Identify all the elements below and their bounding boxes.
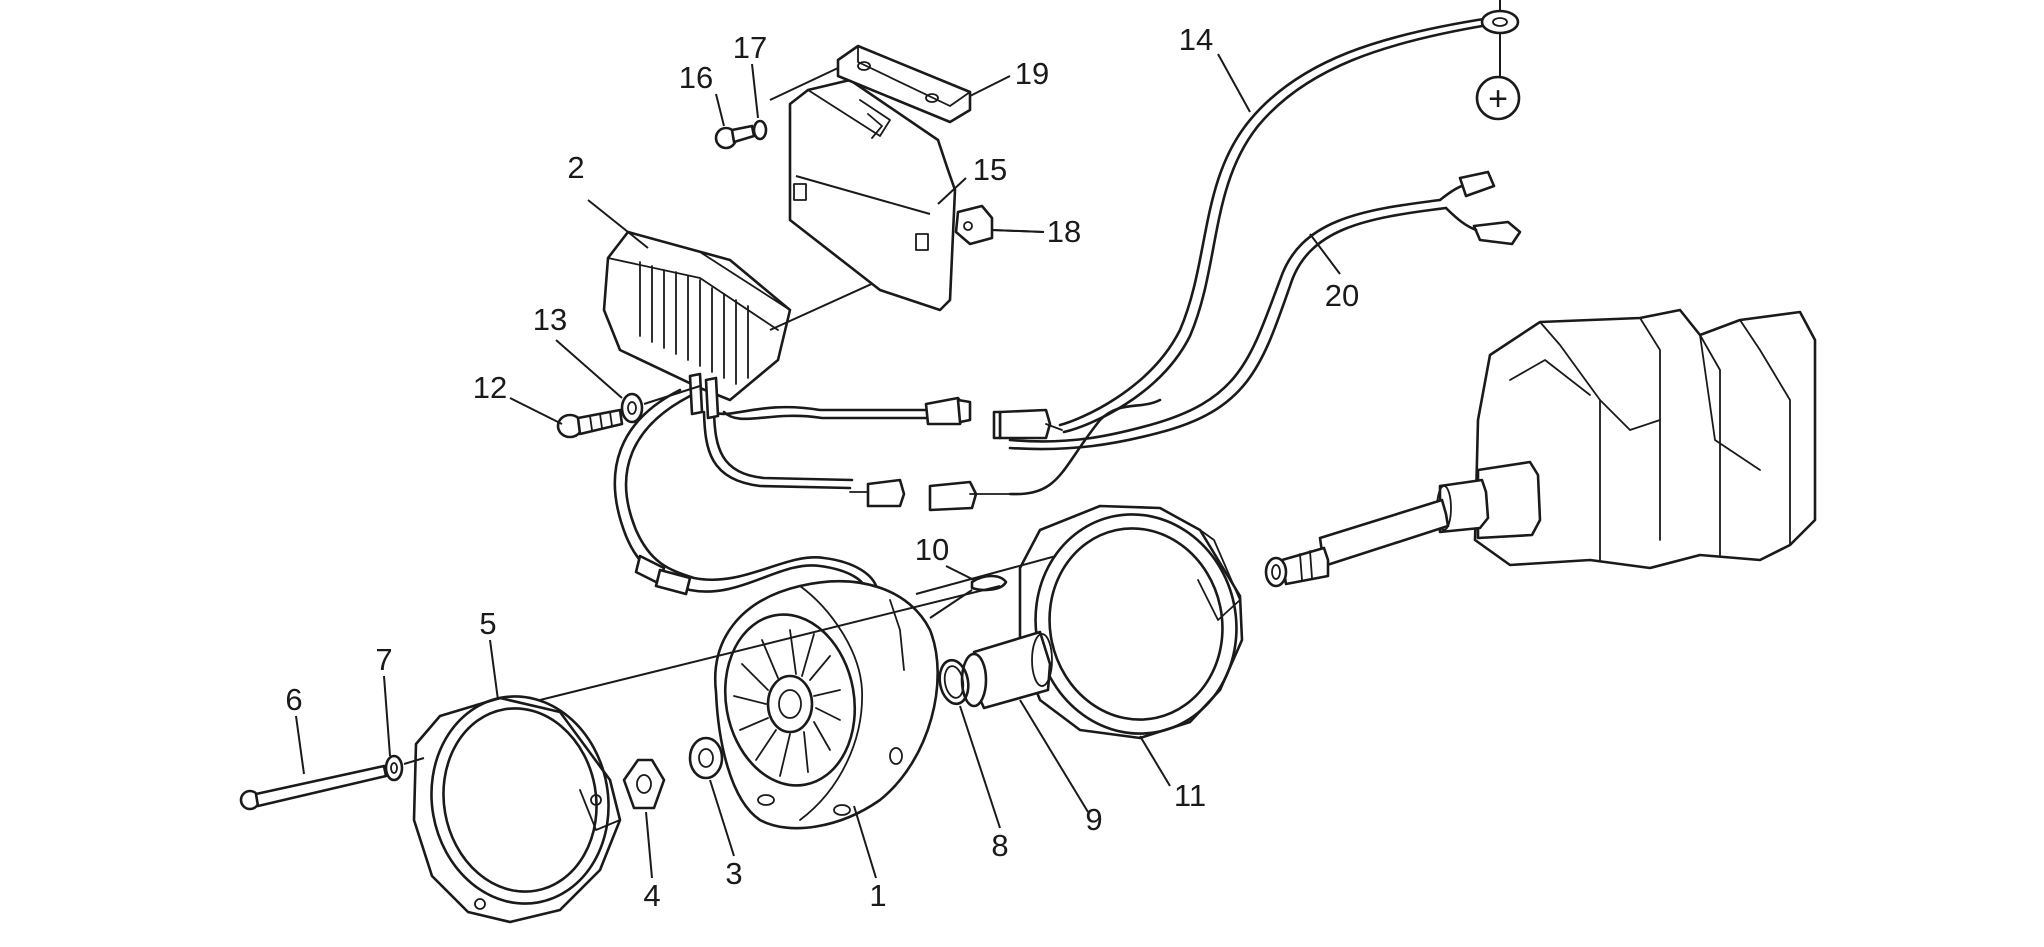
stator-1 — [713, 579, 973, 830]
leader-lines — [295, 53, 1341, 879]
callout-12: 12 — [473, 370, 507, 405]
callout-8: 8 — [991, 828, 1008, 863]
housing-11 — [915, 504, 1244, 740]
voltage-regulator — [602, 230, 921, 420]
bracket — [769, 44, 972, 124]
cable-20 — [992, 170, 1522, 451]
callout-14: 14 — [1179, 22, 1213, 57]
callout-16: 16 — [679, 60, 713, 95]
callout-18: 18 — [1047, 214, 1081, 249]
lower-harness — [702, 396, 1162, 512]
callout-2: 2 — [567, 150, 584, 185]
callout-9: 9 — [1085, 802, 1102, 837]
washer-3 — [688, 736, 724, 780]
callout-3: 3 — [725, 856, 742, 891]
callouts: 1 2 3 4 5 6 7 8 9 10 11 12 13 14 15 16 1… — [285, 22, 1359, 913]
bolt-12 — [556, 385, 701, 439]
callout-15: 15 — [973, 152, 1007, 187]
battery-symbol: + — [1475, 75, 1521, 121]
callout-11: 11 — [1174, 778, 1206, 813]
mounting-plate — [788, 78, 957, 312]
nut-4 — [622, 758, 666, 810]
callout-17: 17 — [733, 30, 767, 65]
callout-6: 6 — [285, 682, 302, 717]
bolt-6 — [239, 754, 425, 811]
callout-13: 13 — [533, 302, 567, 337]
callout-5: 5 — [479, 606, 496, 641]
plus-circle-icon — [1475, 75, 1521, 121]
callout-10: 10 — [915, 532, 949, 567]
crankshaft — [1264, 308, 1817, 588]
cable-14 — [1058, 0, 1520, 434]
battery-positive-label: + — [1488, 80, 1508, 118]
stator-wire — [613, 388, 879, 622]
connector-block — [954, 204, 1045, 246]
ring-8 — [938, 658, 970, 706]
cover-5 — [412, 585, 1001, 924]
callout-20: 20 — [1325, 278, 1359, 313]
callout-19: 19 — [1015, 56, 1049, 91]
sleeve-9 — [960, 630, 1053, 710]
screw-16 — [714, 119, 768, 150]
callout-1: 1 — [869, 878, 886, 913]
callout-7: 7 — [375, 642, 392, 677]
callout-4: 4 — [643, 878, 660, 913]
